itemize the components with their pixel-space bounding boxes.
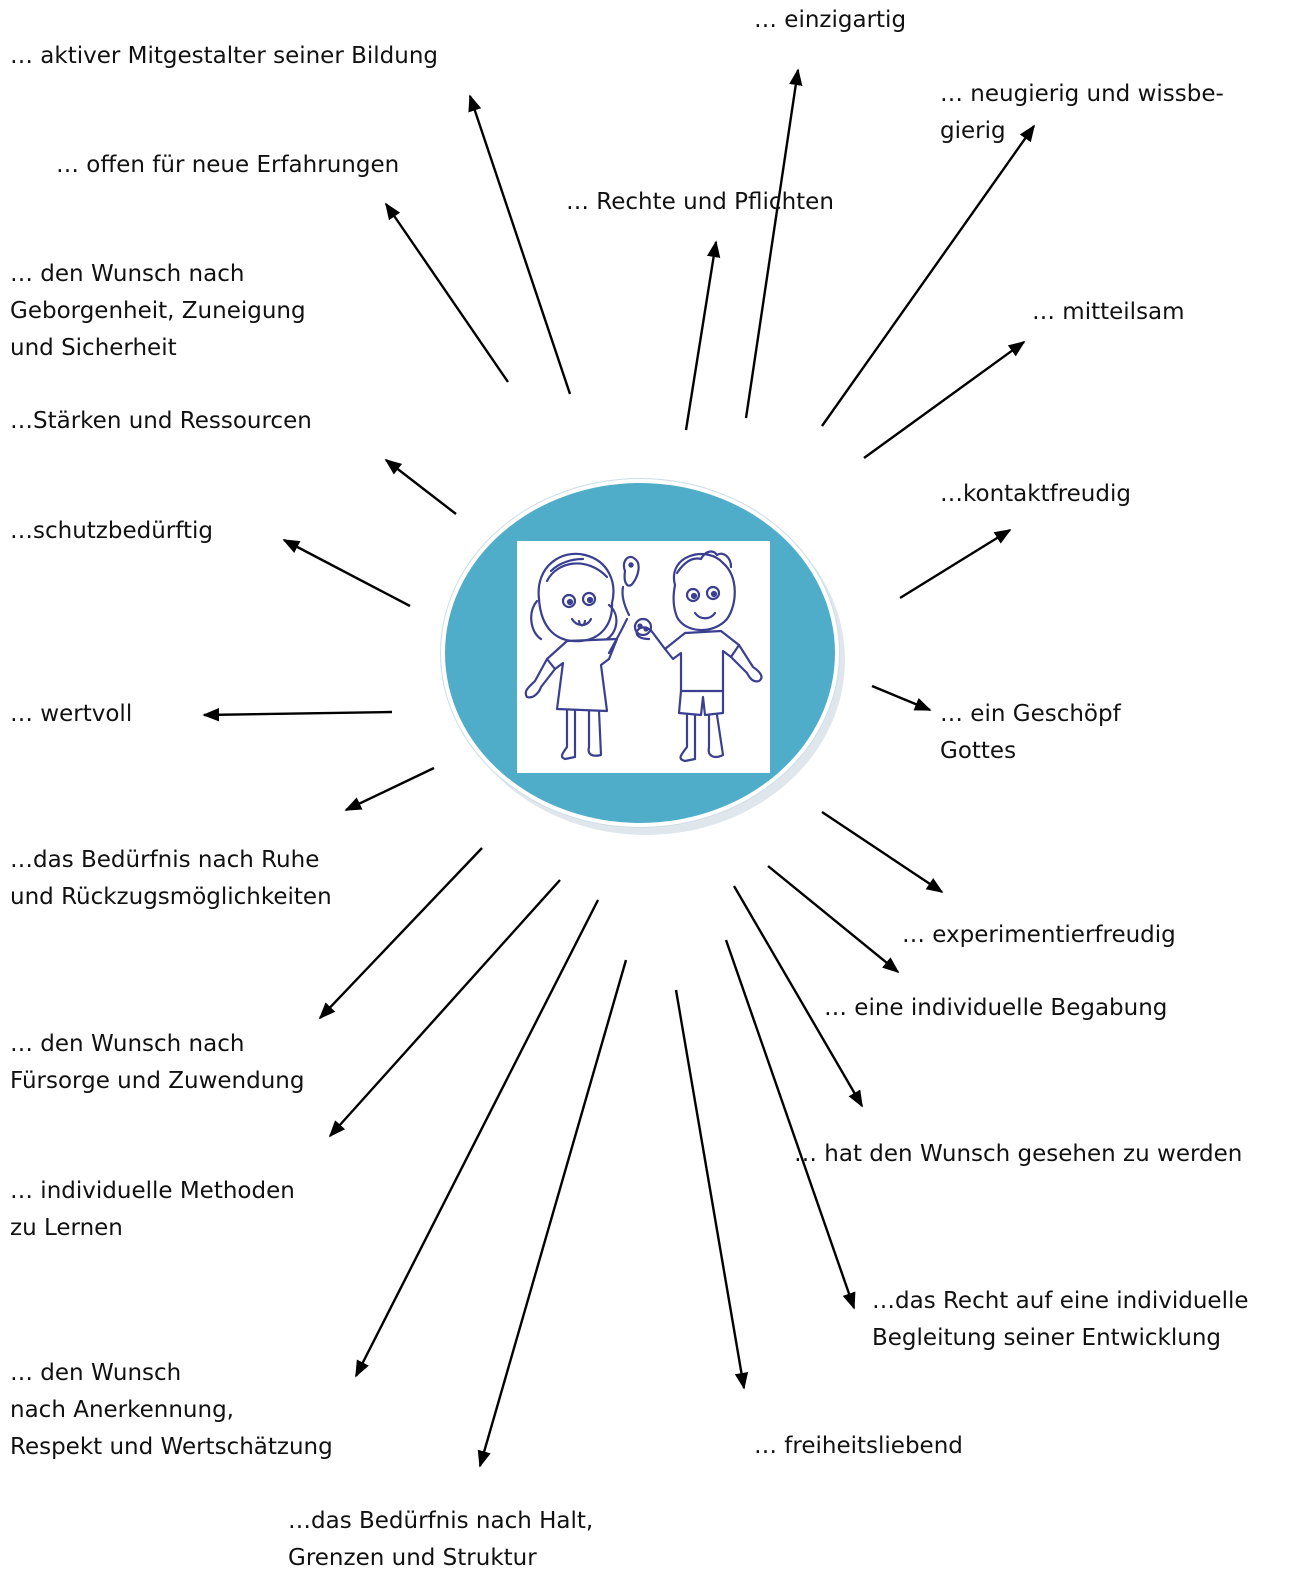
arrow-to-staerken — [384, 458, 457, 515]
arrow-to-methoden — [328, 879, 561, 1138]
arrow-to-kontakt — [899, 528, 1012, 600]
arrow-to-halt — [477, 959, 628, 1468]
label-wertvoll: … wertvoll — [10, 701, 133, 727]
label-schutzbeduerftig: …schutzbedürftig — [10, 518, 213, 544]
arrow-to-ruhe — [344, 766, 435, 812]
label-rechte-pflichten: … Rechte und Pflichten — [566, 189, 834, 215]
arrow-to-begleitung — [724, 939, 856, 1310]
arrow-to-geschoepf — [871, 684, 932, 712]
arrow-to-offen — [385, 202, 509, 383]
arrow-to-rechte — [684, 240, 721, 431]
label-experimentierfreudig: … experimentierfreudig — [902, 922, 1176, 948]
arrow-to-einzig — [744, 68, 803, 419]
arrow-to-experiment — [821, 811, 944, 893]
arrow-to-begabung — [767, 865, 900, 974]
label-offen: … offen für neue Erfahrungen — [56, 152, 400, 178]
arrow-to-fuersorge — [318, 847, 483, 1020]
two-children-drawing-icon — [524, 550, 763, 763]
arrow-to-anerkennung — [354, 899, 600, 1378]
arrow-to-neugierig — [821, 124, 1035, 427]
arrow-to-schutz — [282, 538, 411, 608]
center-hub — [441, 479, 845, 835]
label-neugierig: … neugierig und wissbe-gierig — [940, 81, 1224, 144]
label-begabung: … eine individuelle Begabung — [824, 995, 1168, 1021]
hub-circle — [441, 479, 839, 827]
label-halt: …das Bedürfnis nach Halt,Grenzen und Str… — [288, 1508, 594, 1571]
label-einzigartig: … einzigartig — [754, 7, 907, 33]
label-aktiver-mitgestalter: … aktiver Mitgestalter seiner Bildung — [10, 43, 439, 69]
arrow-to-aktiv — [468, 94, 572, 395]
arrow-to-freiheit — [674, 989, 749, 1390]
kids-picture — [517, 541, 770, 773]
label-freiheitsliebend: … freiheitsliebend — [754, 1433, 963, 1459]
label-staerken: …Stärken und Ressourcen — [10, 408, 312, 434]
arrow-to-wertvoll — [202, 708, 393, 722]
arrow-to-gesehen — [732, 885, 864, 1108]
label-mitteilsam: … mitteilsam — [1032, 299, 1185, 325]
label-gesehen-werden: … hat den Wunsch gesehen zu werden — [794, 1141, 1243, 1167]
arrow-to-mitteil — [863, 341, 1026, 459]
label-kontaktfreudig: …kontaktfreudig — [940, 481, 1131, 507]
